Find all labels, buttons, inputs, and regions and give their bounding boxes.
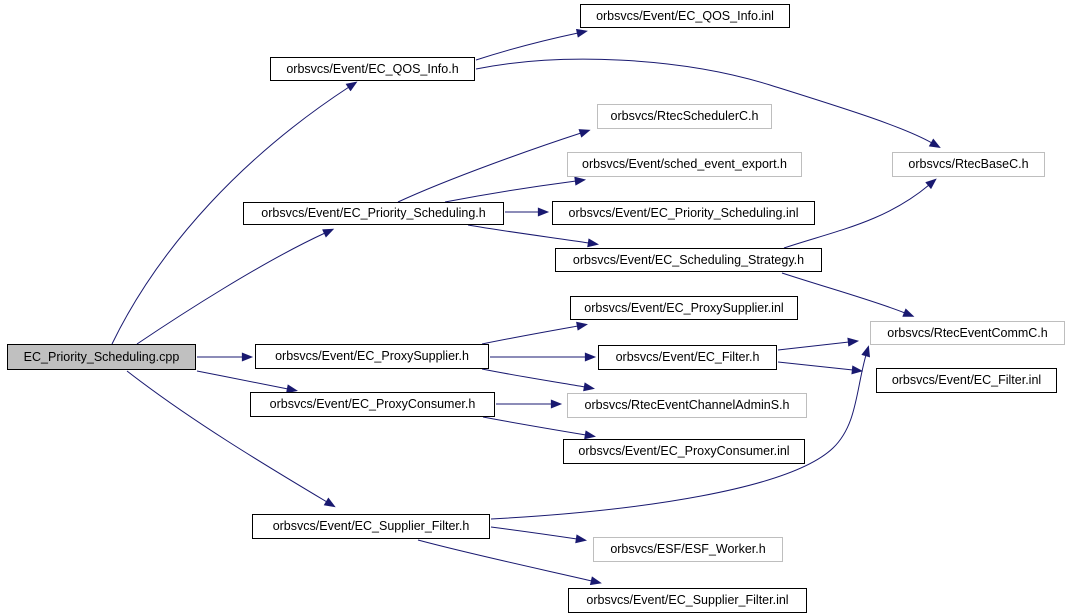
- edge-filter-h-to-filter-inl: [777, 361, 864, 375]
- edge-supplier-filter-h-to-supplier-filter-inl: [417, 539, 602, 586]
- node-ec-proxyconsumer-inl[interactable]: orbsvcs/Event/EC_ProxyConsumer.inl: [563, 439, 805, 464]
- edge-priority-scheduling-h-to-sched-event-export-h: [444, 176, 587, 203]
- node-ec-proxysupplier-inl[interactable]: orbsvcs/Event/EC_ProxySupplier.inl: [570, 296, 798, 320]
- node-rteceventchanneladmins-h: orbsvcs/RtecEventChannelAdminS.h: [567, 393, 807, 418]
- node-ec-proxyconsumer-h[interactable]: orbsvcs/Event/EC_ProxyConsumer.h: [250, 392, 495, 417]
- node-ec-proxysupplier-h[interactable]: orbsvcs/Event/EC_ProxySupplier.h: [255, 344, 489, 369]
- edge-cpp-to-qos-info-h: [111, 81, 358, 345]
- edge-proxyconsumer-h-to-proxyconsumer-inl: [482, 416, 596, 440]
- node-rtecbasec-h: orbsvcs/RtecBaseC.h: [892, 152, 1045, 177]
- node-esf-worker-h: orbsvcs/ESF/ESF_Worker.h: [593, 537, 783, 562]
- edge-priority-scheduling-h-to-rtecschedulerc-h: [397, 129, 591, 203]
- node-ec-qos-info-inl[interactable]: orbsvcs/Event/EC_QOS_Info.inl: [580, 4, 790, 28]
- edge-scheduling-strategy-h-to-rtecbasec-h: [783, 178, 937, 249]
- node-rtecschedulerc-h: orbsvcs/RtecSchedulerC.h: [597, 104, 772, 129]
- node-sched-event-export-h: orbsvcs/Event/sched_event_export.h: [567, 152, 802, 177]
- node-ec-supplier-filter-h[interactable]: orbsvcs/Event/EC_Supplier_Filter.h: [252, 514, 490, 539]
- edge-filter-h-to-rteceventcommc-h: [777, 337, 860, 351]
- node-ec-filter-h[interactable]: orbsvcs/Event/EC_Filter.h: [598, 345, 777, 370]
- node-ec-priority-scheduling-inl[interactable]: orbsvcs/Event/EC_Priority_Scheduling.inl: [552, 201, 815, 225]
- node-rteceventcommc-h: orbsvcs/RtecEventCommC.h: [870, 321, 1065, 345]
- edge-supplier-filter-h-to-esf-worker-h: [490, 526, 588, 544]
- edge-qos-info-h-to-qos-info-inl: [475, 28, 588, 61]
- node-ec-supplier-filter-inl[interactable]: orbsvcs/Event/EC_Supplier_Filter.inl: [568, 588, 807, 613]
- node-ec-priority-scheduling-h[interactable]: orbsvcs/Event/EC_Priority_Scheduling.h: [243, 202, 504, 225]
- edge-qos-info-h-to-rtecbasec-h: [475, 58, 941, 148]
- edge-cpp-to-priority-scheduling-h: [136, 228, 335, 345]
- edge-cpp-to-proxyconsumer-h: [196, 370, 298, 394]
- edge-proxysupplier-h-to-proxysupplier-inl: [481, 321, 588, 345]
- edge-scheduling-strategy-h-to-rteceventcommc-h: [781, 272, 915, 317]
- node-ec-priority-scheduling-cpp: EC_Priority_Scheduling.cpp: [7, 344, 196, 370]
- edge-priority-scheduling-h-to-scheduling-strategy-h: [467, 224, 600, 248]
- node-ec-qos-info-h[interactable]: orbsvcs/Event/EC_QOS_Info.h: [270, 57, 475, 81]
- edge-cpp-to-supplier-filter-h: [126, 370, 336, 508]
- node-ec-scheduling-strategy-h[interactable]: orbsvcs/Event/EC_Scheduling_Strategy.h: [555, 248, 822, 272]
- edge-proxysupplier-h-to-rteceventchanneladmins-h: [481, 368, 595, 392]
- node-ec-filter-inl[interactable]: orbsvcs/Event/EC_Filter.inl: [876, 368, 1057, 393]
- edge-supplier-filter-h-to-rteceventcommc-h: [490, 345, 871, 520]
